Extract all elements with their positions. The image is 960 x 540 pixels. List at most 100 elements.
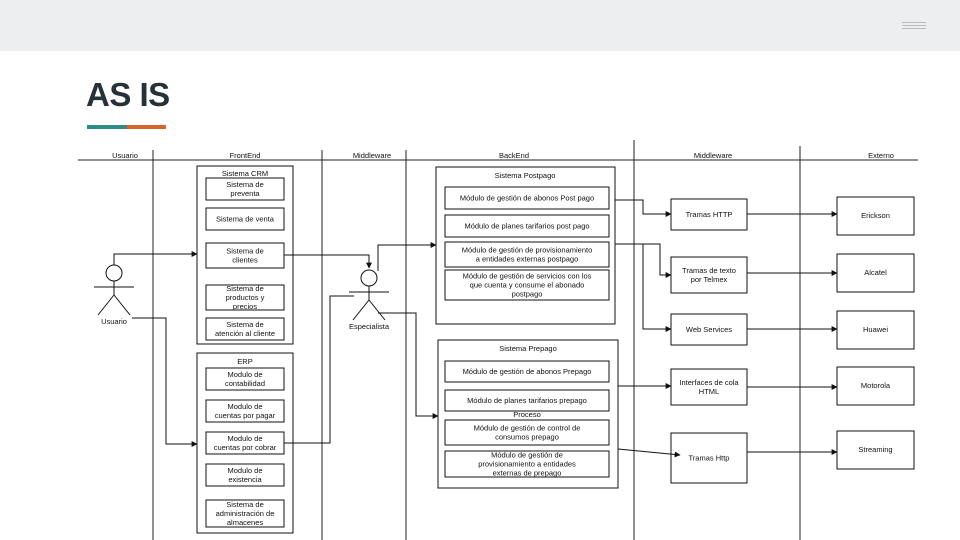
- actor-leg: [352, 299, 370, 321]
- prepago-title: Sistema Prepago: [499, 344, 557, 353]
- crm-module-box: [205, 207, 285, 231]
- postpago-module-label: Módulo de gestión de abonos Post pago: [460, 194, 594, 203]
- postpago-module-box: [444, 186, 610, 210]
- middleware-box: [670, 432, 748, 484]
- erp-module-label: Modulo de: [227, 402, 262, 411]
- external-system-box: [836, 366, 915, 406]
- prepago-module-label: provisionamiento a entidades: [478, 460, 576, 469]
- middleware-label: Interfaces de cola: [679, 378, 739, 387]
- external-system-box: [836, 310, 915, 350]
- crm-module-box: [205, 284, 285, 311]
- connector-line: [284, 254, 372, 269]
- erp-module-label: cuentas por cobrar: [214, 443, 277, 452]
- postpago-module-box: [444, 269, 610, 301]
- actor-head: [360, 269, 378, 287]
- postpago-module-label: Módulo de planes tarifarios post pago: [464, 222, 589, 231]
- menu-icon[interactable]: [902, 22, 926, 32]
- erp-title: ERP: [237, 357, 252, 366]
- erp-module-box: [205, 463, 285, 487]
- page-title: AS IS: [86, 76, 170, 113]
- actor-head: [105, 264, 123, 282]
- connector-line: [615, 199, 672, 217]
- erp-module-label: Sistema de: [226, 500, 264, 509]
- postpago-module-label: a entidades externas postpago: [476, 255, 579, 264]
- postpago-title: Sistema Postpago: [495, 171, 556, 180]
- connector-line: [284, 295, 354, 444]
- crm-module-label: clientes: [232, 256, 258, 265]
- connector-line: [377, 242, 437, 271]
- top-bar: [0, 0, 960, 51]
- prepago-module-box: [444, 419, 610, 446]
- external-system-label: Streaming: [858, 445, 892, 454]
- postpago-module-box: [444, 241, 610, 268]
- lane-label: BackEnd: [499, 151, 529, 160]
- crm-module-label: Sistema de: [226, 247, 264, 256]
- prepago-module-box: [444, 389, 610, 412]
- prepago-module-label: Módulo de planes tarifarios prepago: [467, 396, 587, 405]
- prepago-module-label: consumos prepago: [495, 433, 559, 442]
- external-system-label: Huawei: [863, 325, 888, 334]
- actor-label: Usuario: [101, 317, 127, 326]
- middleware-label: Tramas HTTP: [686, 210, 733, 219]
- crm-module-box: [205, 177, 285, 201]
- postpago-module-label: que cuenta y consume el abonado: [470, 281, 585, 290]
- crm-module-label: Sistema de: [226, 320, 264, 329]
- lane-label: FrontEnd: [230, 151, 261, 160]
- external-system-label: Erickson: [861, 211, 890, 220]
- connector-line: [615, 243, 672, 332]
- middleware-label: Tramas Http: [689, 454, 730, 463]
- erp-module-label: administración de: [216, 509, 275, 518]
- lane-label: Middleware: [694, 151, 732, 160]
- lane-label: Middleware: [353, 151, 391, 160]
- middleware-box: [670, 313, 748, 346]
- actor-leg: [113, 294, 131, 316]
- actor-especialista: [349, 269, 389, 321]
- connector-line: [113, 251, 198, 265]
- postpago-module-label: Módulo de gestión de provisionamiento: [462, 246, 593, 255]
- actor-usuario: [94, 264, 134, 316]
- crm-module-label: preventa: [230, 189, 260, 198]
- erp-module-box: [205, 399, 285, 423]
- erp-module-label: almacenes: [227, 518, 264, 527]
- accent-bar-teal: [87, 125, 127, 129]
- accent-bar-orange: [127, 125, 166, 129]
- actor-leg: [368, 299, 386, 321]
- postpago-module-label: Módulo de gestión de servicios con los: [463, 272, 592, 281]
- connector-line: [617, 448, 681, 458]
- erp-module-label: Modulo de: [227, 434, 262, 443]
- crm-title: Sistema CRM: [222, 169, 268, 178]
- middleware-box: [670, 256, 748, 294]
- middleware-label: Web Services: [686, 325, 732, 334]
- connector-line: [132, 317, 198, 447]
- crm-module-label: Sistema de: [226, 180, 264, 189]
- crm-module-label: productos y: [226, 293, 265, 302]
- actor-label: Especialista: [349, 322, 390, 331]
- crm-module-box: [205, 317, 285, 341]
- middleware-label: HTML: [699, 387, 719, 396]
- erp-module-label: existencia: [228, 475, 262, 484]
- crm-module-label: atención al cliente: [215, 329, 275, 338]
- crm-module-label: Sistema de venta: [216, 215, 275, 224]
- prepago-module-box: [444, 360, 610, 383]
- erp-module-label: contabilidad: [225, 379, 265, 388]
- external-system-label: Motorola: [861, 381, 891, 390]
- external-system-box: [836, 196, 915, 236]
- prepago-module-box: [444, 450, 610, 478]
- connector-line: [378, 312, 439, 419]
- postpago-module-box: [444, 214, 610, 238]
- actor-leg: [97, 294, 115, 316]
- prepago-module-label: externas de prepago: [493, 469, 562, 478]
- erp-module-label: Modulo de: [227, 466, 262, 475]
- lane-label: Usuario: [112, 151, 138, 160]
- prepago-module-label: Módulo de gestión de: [491, 451, 563, 460]
- erp-module-label: Modulo de: [227, 370, 262, 379]
- prepago-module-label: Módulo de gestión de abonos Prepago: [463, 367, 592, 376]
- middleware-box: [670, 198, 748, 231]
- proceso-label: Proceso: [513, 410, 541, 419]
- lane-label: Externo: [868, 151, 894, 160]
- crm-module-label: precios: [233, 302, 257, 311]
- middleware-label: por Telmex: [691, 275, 728, 284]
- crm-module-label: Sistema de: [226, 284, 264, 293]
- external-system-label: Alcatel: [864, 268, 887, 277]
